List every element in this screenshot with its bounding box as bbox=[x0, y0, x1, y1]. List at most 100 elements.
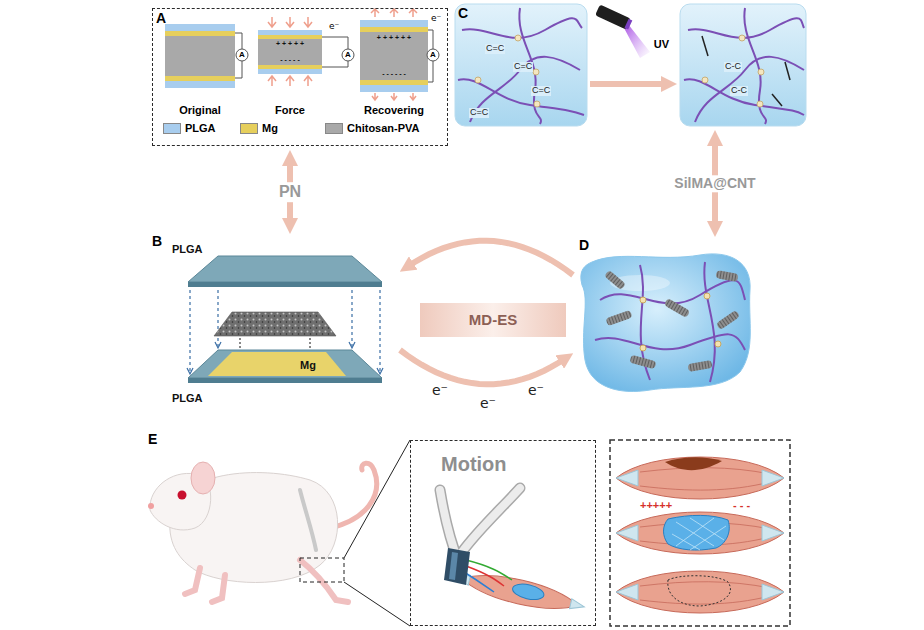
charge-label: - - - bbox=[733, 499, 750, 511]
legend-swatch bbox=[325, 123, 343, 134]
crosslink-node bbox=[515, 35, 521, 41]
charge-label: + + + + + bbox=[276, 40, 304, 48]
generator-states bbox=[258, 39, 322, 65]
edge-label: SilMA@CNT bbox=[671, 175, 758, 192]
nanogenerator-layers bbox=[187, 256, 383, 383]
circuit-wire bbox=[322, 61, 348, 67]
generator-states bbox=[360, 20, 428, 27]
assembly-guide bbox=[240, 338, 310, 350]
hydrogel-patch bbox=[664, 515, 730, 550]
generator-states bbox=[165, 76, 235, 81]
polymer-chain bbox=[684, 79, 804, 115]
generator-states bbox=[165, 24, 235, 31]
crosslink-node bbox=[640, 345, 646, 351]
reaction-box: C-CC-C bbox=[680, 4, 806, 126]
zoom-line bbox=[344, 440, 410, 558]
panel-letter: B bbox=[152, 234, 162, 249]
generator-states bbox=[165, 81, 235, 88]
force-arrow bbox=[304, 17, 312, 27]
tendon bbox=[616, 525, 638, 541]
assembly-guide bbox=[349, 342, 355, 348]
layer-label: PLGA bbox=[172, 243, 203, 255]
nanogenerator-layers bbox=[214, 312, 336, 336]
generator-states bbox=[165, 31, 235, 36]
legend-item: PLGA bbox=[163, 122, 216, 134]
force-arrow bbox=[371, 9, 379, 17]
assembly-guide bbox=[217, 290, 218, 346]
hydrogel-patch bbox=[664, 515, 730, 550]
force-arrow bbox=[409, 9, 417, 17]
crosslink-node bbox=[640, 297, 646, 303]
muscle bbox=[616, 457, 784, 613]
panel-letter: A bbox=[156, 11, 166, 26]
implanted-device bbox=[449, 552, 458, 580]
hydrogel-block bbox=[581, 254, 750, 392]
bond-label: C=C bbox=[469, 108, 489, 118]
generator-states bbox=[360, 32, 428, 80]
panel-region: D bbox=[575, 235, 755, 395]
state-label: Force bbox=[275, 104, 305, 116]
charge-label: - - - - - bbox=[280, 56, 299, 64]
crosslink-node bbox=[475, 35, 540, 107]
edge-label: UV bbox=[651, 37, 672, 51]
hydrogel-patch bbox=[672, 518, 726, 550]
tendon bbox=[616, 584, 638, 600]
generator-states bbox=[360, 27, 428, 32]
circuit-wire bbox=[235, 33, 242, 49]
generator-states bbox=[258, 35, 322, 39]
state-label: Original bbox=[179, 104, 221, 116]
carbon-nanotube bbox=[715, 270, 738, 282]
crosslink-node bbox=[758, 69, 764, 75]
force-arrow bbox=[410, 93, 416, 100]
connector-arrow bbox=[590, 81, 668, 87]
force-arrow bbox=[286, 76, 294, 86]
tendon bbox=[762, 584, 784, 600]
assembly-guide bbox=[377, 368, 383, 374]
muscle bbox=[511, 581, 545, 602]
circuit-wire bbox=[235, 30, 433, 82]
assembly-guide bbox=[189, 290, 190, 372]
generator-states bbox=[165, 9, 439, 100]
generator-states bbox=[258, 65, 322, 69]
nanogenerator-layers bbox=[188, 378, 382, 383]
animal-model bbox=[148, 440, 410, 626]
hydrogel-crosslinking bbox=[455, 4, 587, 126]
rat-leg bbox=[300, 560, 348, 602]
animal-model bbox=[191, 462, 215, 494]
panel-letter: D bbox=[579, 238, 589, 253]
ammeter-symbol bbox=[236, 49, 439, 61]
process-band: MD-ES bbox=[420, 303, 566, 337]
connector-arrow bbox=[400, 350, 566, 384]
legend-swatch bbox=[240, 123, 258, 134]
force-arrow bbox=[391, 93, 397, 100]
healed-outline bbox=[668, 576, 731, 606]
animal-model bbox=[178, 491, 187, 500]
tendon bbox=[762, 470, 784, 486]
layer-label: PLGA bbox=[172, 392, 203, 404]
crosslink-node bbox=[475, 77, 481, 83]
motion-label: Motion bbox=[441, 453, 507, 475]
charge-label: - - - - - - bbox=[382, 70, 406, 78]
polymer-chain bbox=[595, 262, 745, 382]
crosslink-node bbox=[715, 341, 721, 347]
electron-label: e⁻ bbox=[329, 22, 339, 32]
bond-label: C=C bbox=[531, 86, 551, 96]
muscle-fiber bbox=[640, 582, 770, 588]
carbon-nanotube bbox=[604, 270, 740, 372]
muscle-defect bbox=[665, 457, 722, 470]
crosslink-node bbox=[739, 35, 745, 41]
band-title: MD-ES bbox=[469, 312, 517, 329]
assembly-guide bbox=[310, 338, 311, 350]
crosslink-node bbox=[702, 35, 764, 107]
polymer-chain bbox=[744, 8, 766, 124]
muscle-fiber bbox=[640, 596, 770, 604]
animal-model bbox=[148, 503, 154, 509]
assembly-guide bbox=[240, 338, 241, 350]
ammeter-symbol bbox=[427, 49, 439, 61]
panel-region: B bbox=[148, 232, 398, 412]
carbon-nanotube bbox=[687, 360, 712, 372]
ammeter-symbol bbox=[342, 49, 354, 61]
animal-model bbox=[300, 558, 344, 582]
zoom-box: Motion bbox=[410, 440, 596, 626]
